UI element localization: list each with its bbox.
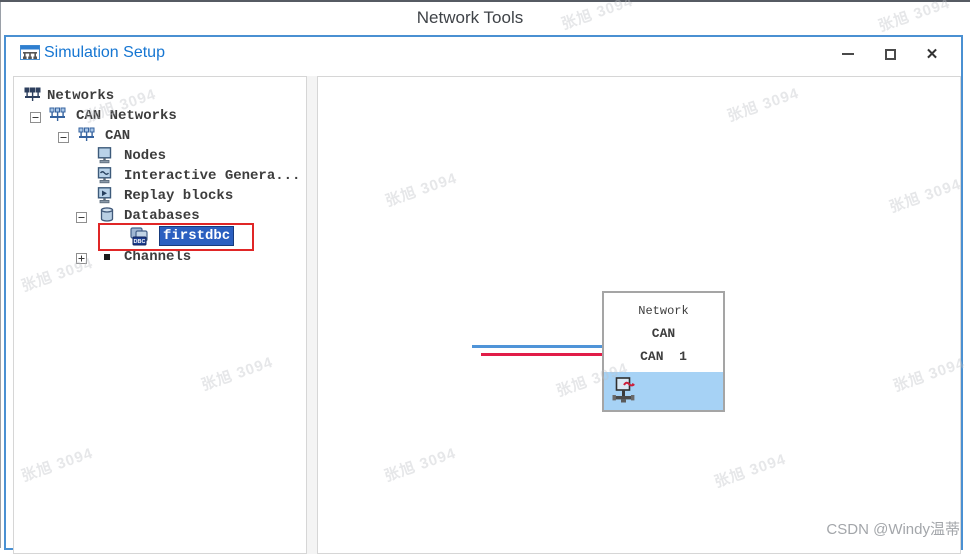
tree-panel: [13, 76, 307, 554]
tree-item-label[interactable]: Networks: [47, 88, 115, 104]
network-block-channel: CAN 1: [640, 349, 687, 364]
tree-item-label[interactable]: Databases: [124, 208, 200, 224]
red-highlight-box: [98, 223, 254, 251]
tree-item-label[interactable]: CAN Networks: [76, 108, 177, 124]
tree-item-label[interactable]: CAN: [105, 128, 131, 144]
svg-text:DBC: DBC: [134, 239, 146, 245]
expand-minus-icon[interactable]: [76, 210, 87, 228]
node-play-icon: [96, 187, 113, 209]
maximize-button[interactable]: [869, 39, 911, 69]
expand-plus-icon[interactable]: [76, 251, 87, 269]
network-node-icon[interactable]: [611, 377, 637, 410]
maximize-icon: [884, 48, 896, 60]
app-title: Network Tools: [416, 8, 524, 27]
tree-item-label[interactable]: firstdbc: [158, 226, 235, 246]
tree-item-interactive-generators[interactable]: Interactive Genera...: [6, 166, 300, 189]
close-icon: ✕: [925, 46, 939, 63]
tree-item-nodes[interactable]: Nodes: [6, 146, 296, 166]
simulation-setup-window: Simulation Setup ✕ Networks CAN Networks: [4, 35, 963, 554]
minimize-button[interactable]: [827, 39, 869, 69]
network-block-title: Network: [638, 304, 689, 318]
credit-watermark: CSDN @Windy温蒂: [826, 521, 960, 538]
network-block-bustype: CAN: [651, 326, 676, 341]
window-titlebar[interactable]: Simulation Setup ✕: [6, 37, 961, 71]
bullet-icon: [103, 248, 111, 266]
tree-item-firstdbc[interactable]: DBC firstdbc: [6, 226, 296, 246]
window-controls: ✕: [827, 37, 953, 71]
panel-splitter[interactable]: [307, 76, 317, 554]
network-block[interactable]: Network CAN CAN 1: [602, 291, 725, 412]
network-icon: [78, 127, 95, 147]
window-title: Simulation Setup: [44, 44, 165, 61]
tree-item-label[interactable]: Interactive Genera...: [124, 168, 301, 184]
tree-item-label[interactable]: Replay blocks: [124, 188, 234, 204]
expand-minus-icon[interactable]: [30, 110, 41, 128]
node-icon: [96, 147, 113, 169]
tree-item-can-networks[interactable]: CAN Networks: [6, 106, 296, 126]
simulation-setup-icon: [20, 45, 40, 67]
screen-edge: [0, 2, 1, 548]
close-button[interactable]: ✕: [911, 39, 953, 69]
network-dark-icon: [24, 87, 41, 107]
tree-item-label[interactable]: Nodes: [124, 148, 167, 164]
bus-line-red[interactable]: [481, 353, 603, 356]
tree-item-networks[interactable]: Networks: [6, 86, 296, 106]
database-icon: [100, 207, 114, 228]
tree-item-channels[interactable]: Channels: [6, 247, 296, 267]
minimize-icon: [842, 53, 854, 55]
expand-minus-icon[interactable]: [58, 130, 69, 148]
dbc-icon: DBC: [130, 227, 153, 252]
bus-line-blue[interactable]: [472, 345, 603, 348]
tree-item-label[interactable]: Channels: [124, 249, 192, 265]
network-block-footer: [604, 372, 723, 410]
tree-item-replay-blocks[interactable]: Replay blocks: [6, 186, 296, 206]
node-wave-icon: [96, 167, 113, 189]
tree-item-can[interactable]: CAN: [6, 126, 296, 146]
tree-item-databases[interactable]: Databases: [6, 206, 296, 226]
network-icon: [49, 107, 66, 127]
app-titlebar: Network Tools: [0, 2, 940, 33]
